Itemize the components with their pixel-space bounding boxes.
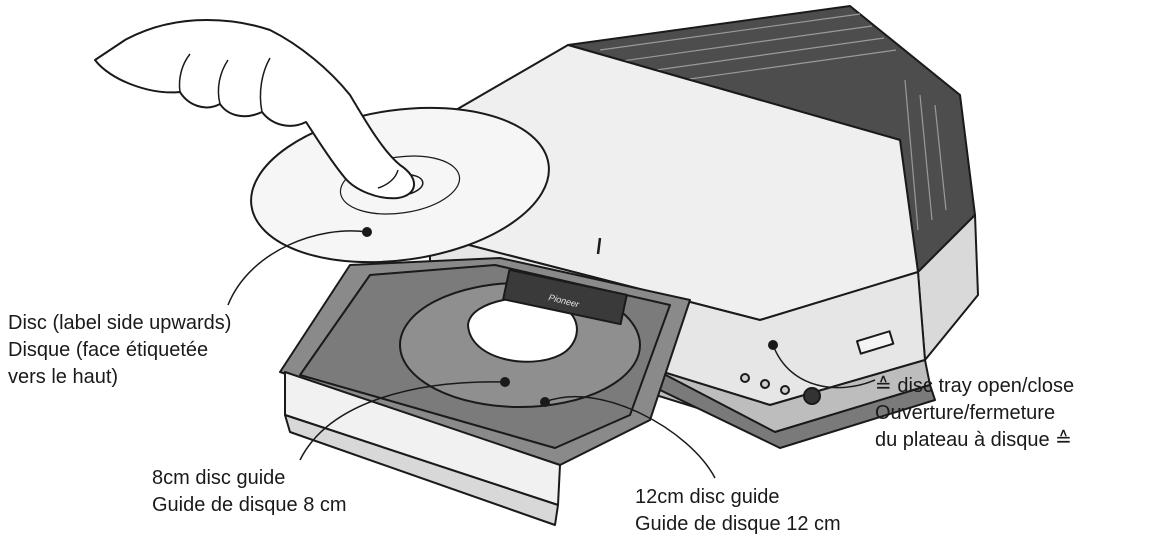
hand-and-disc xyxy=(94,19,550,264)
headphone-jack xyxy=(803,387,821,405)
leader-tray-button xyxy=(772,344,876,389)
front-control-1 xyxy=(740,373,750,383)
vent-lines xyxy=(599,13,947,231)
disc-label-ring xyxy=(339,155,461,215)
label-12cm-guide: 12cm disc guide Guide de disque 12 cm xyxy=(635,484,841,538)
tray-open-close-button xyxy=(855,330,895,355)
disc-tray xyxy=(279,257,691,526)
leader-12cm xyxy=(544,396,716,479)
leader-disc-dot xyxy=(362,227,372,237)
label-12cm-line2: Guide de disque 12 cm xyxy=(635,513,841,535)
label-disc: Disc (label side upwards) Disque (face é… xyxy=(8,310,231,391)
label-12cm-line1: 12cm disc guide xyxy=(635,486,780,508)
label-tray-line3: du plateau à disque ≙ xyxy=(875,429,1072,451)
label-disc-line1: Disc (label side upwards) xyxy=(8,312,232,334)
tray-center-opening xyxy=(467,297,578,363)
front-control-3 xyxy=(780,385,790,395)
leader-disc xyxy=(227,230,368,306)
front-control-2 xyxy=(760,379,770,389)
leader-8cm xyxy=(299,381,506,461)
label-tray-open-close: ≙ disc tray open/close Ouverture/fermetu… xyxy=(875,373,1074,454)
leader-12cm-dot xyxy=(540,397,550,407)
label-8cm-guide: 8cm disc guide Guide de disque 8 cm xyxy=(152,465,347,519)
label-tray-line1: ≙ disc tray open/close xyxy=(875,375,1075,397)
leader-tray-dot xyxy=(768,340,778,350)
leader-8cm-dot xyxy=(500,377,510,387)
tray-front-edge xyxy=(284,414,559,526)
label-disc-line3: vers le haut) xyxy=(8,366,119,388)
label-8cm-line1: 8cm disc guide xyxy=(152,467,286,489)
label-tray-line2: Ouverture/fermeture xyxy=(875,402,1056,424)
pickup-mechanism xyxy=(502,268,628,326)
leader-lines xyxy=(227,227,876,479)
label-disc-line2: Disque (face étiquetée xyxy=(8,339,209,361)
label-8cm-line2: Guide de disque 8 cm xyxy=(152,494,347,516)
hand xyxy=(94,19,415,200)
